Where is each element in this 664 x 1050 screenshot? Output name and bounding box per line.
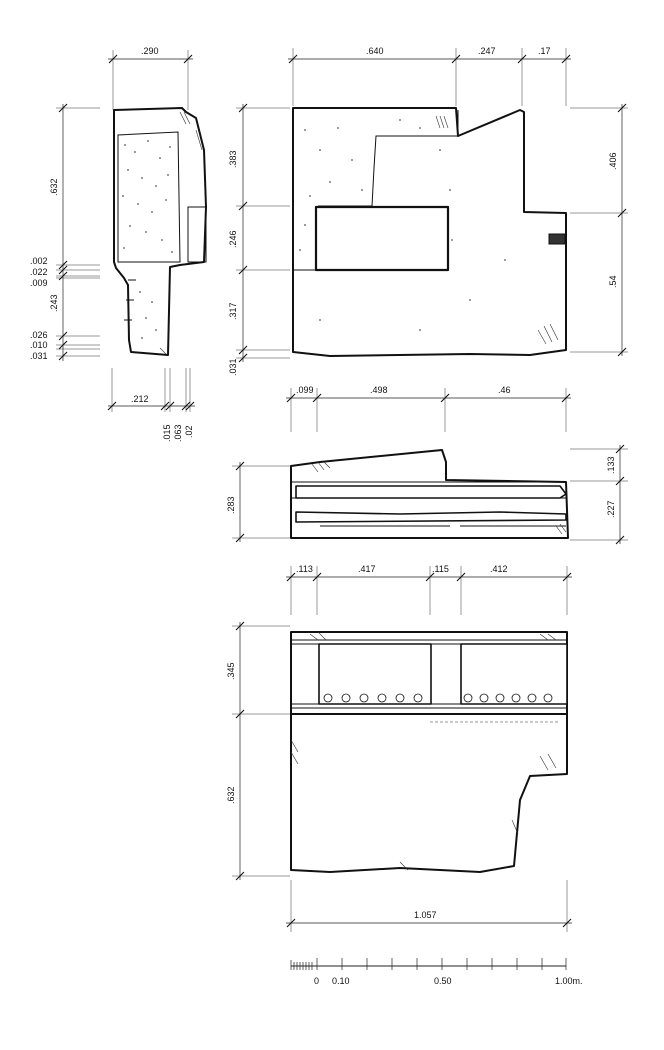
side-view: .290 .632 .002 .022 .009 .243 .026 .010 …: [30, 46, 207, 442]
plan-holes: [323, 693, 553, 703]
scale-label-050: 0.50: [434, 976, 452, 986]
plan-height-632: .632: [226, 786, 236, 804]
front-width-247: .247: [478, 46, 496, 56]
front-height-246: .246: [228, 230, 238, 248]
front-width-17: .17: [538, 46, 551, 56]
section-width-46: .46: [498, 385, 511, 395]
side-height-002: .002: [30, 256, 48, 266]
scale-label-010: 0.10: [332, 976, 350, 986]
front-height-317: .317: [228, 302, 238, 320]
side-bottom-015: .015: [162, 424, 172, 442]
side-height-031: .031: [30, 351, 48, 361]
plan-view: .113 .417 .115 .412 .345 .632: [226, 564, 572, 932]
side-height-026: .026: [30, 330, 48, 340]
scale-bar: 0 0.10 0.50 1.00m.: [290, 958, 583, 986]
plan-width-115: .115: [432, 564, 449, 574]
front-height-383: .383: [228, 150, 238, 168]
front-height-031: .031: [228, 358, 238, 376]
plan-height-345: .345: [226, 662, 236, 680]
section-view: .283 .133 .227: [226, 444, 628, 545]
side-bottom-02: .02: [184, 425, 194, 438]
section-height-227: .227: [606, 500, 616, 518]
front-hatching: [435, 115, 559, 345]
section-hatching: [311, 461, 567, 535]
front-stippling: [299, 119, 506, 331]
plan-width-113: .113: [296, 564, 313, 574]
front-height-54: .54: [608, 275, 618, 288]
plan-hatching: [290, 631, 557, 871]
front-height-406: .406: [608, 152, 618, 170]
side-bottom-063: .063: [173, 424, 183, 442]
side-width-bottom: .212: [131, 394, 149, 404]
side-height-632: .632: [49, 178, 59, 196]
side-hatching: [159, 111, 203, 355]
side-height-010: .010: [30, 340, 48, 350]
plan-width-412: .412: [490, 564, 508, 574]
section-width-498: .498: [370, 385, 388, 395]
section-width-099: .099: [296, 385, 314, 395]
plan-width-total: 1.057: [414, 910, 437, 920]
plan-width-417: .417: [358, 564, 376, 574]
side-height-009: .009: [30, 278, 48, 288]
side-stippling: [122, 140, 173, 339]
side-height-243: .243: [49, 294, 59, 312]
scale-label-100: 1.00m.: [555, 976, 583, 986]
scale-label-0: 0: [314, 976, 319, 986]
front-width-640: .640: [366, 46, 384, 56]
side-width-top: .290: [141, 46, 159, 56]
section-height-283: .283: [226, 496, 236, 514]
side-height-022: .022: [30, 267, 48, 277]
front-view: .640 .247 .17 .383 .246 .317 .031 .406 .…: [228, 46, 628, 432]
section-height-133: .133: [606, 456, 616, 474]
